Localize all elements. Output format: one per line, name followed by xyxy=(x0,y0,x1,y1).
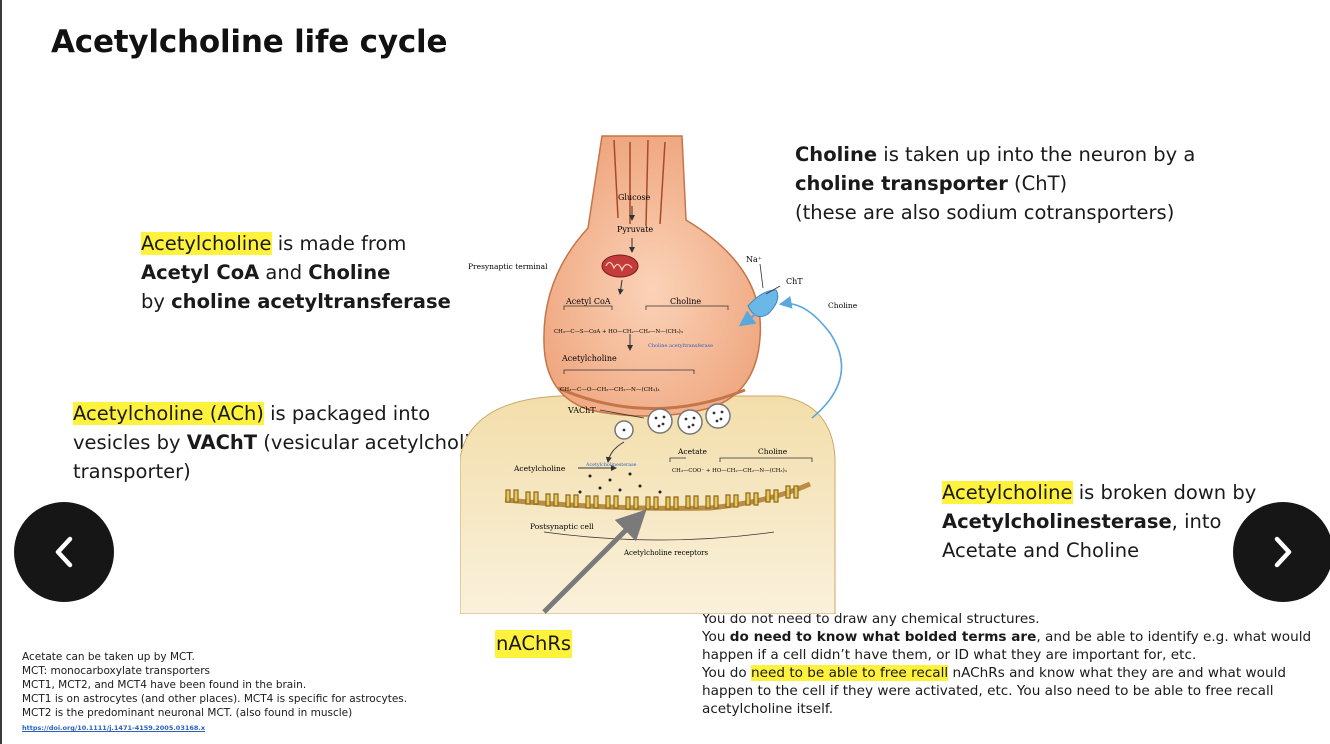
term-choline: Choline xyxy=(795,143,878,166)
axon-stripes xyxy=(613,139,666,227)
label-pyruvate: Pyruvate xyxy=(617,225,653,234)
term-acetyl-coa: Acetyl CoA xyxy=(141,261,260,284)
acetylcholine-synapse-diagram: Glucose Pyruvate Presynaptic terminal Ac… xyxy=(460,135,858,614)
nachr-pointer-arrow xyxy=(542,509,647,614)
label-na: Na⁺ xyxy=(746,255,762,264)
note-bold: do need to know what bolded terms are xyxy=(729,629,1037,645)
text: (ChT) xyxy=(1007,172,1068,195)
text: is taken up into the neuron by a xyxy=(877,143,1196,166)
text: by xyxy=(141,290,172,313)
text: is packaged into xyxy=(263,402,431,425)
label-acetylcholinesterase: Acetylcholinesterase xyxy=(585,462,637,468)
mct-line: MCT2 is the predominant neuronal MCT. (a… xyxy=(22,707,353,719)
nachrs-label: nAChRs xyxy=(495,630,573,658)
label-choline-outside: Choline xyxy=(828,301,858,310)
note-highlight: need to be able to free recall xyxy=(751,665,949,681)
note-line: acetylcholine itself. xyxy=(702,701,834,717)
mct-line: MCT: monocarboxylate transporters xyxy=(22,665,211,677)
text: Acetate and Choline xyxy=(942,539,1140,562)
term-acetylcholinesterase: Acetylcholinesterase xyxy=(942,510,1172,533)
highlight-acetylcholine: Acetylcholine xyxy=(141,232,272,255)
previous-slide-button[interactable] xyxy=(14,502,114,602)
text: nAChRs and know what they are and what w… xyxy=(948,665,1286,681)
presynaptic-terminal xyxy=(543,135,762,417)
cht-transporter xyxy=(747,289,779,318)
label-acetate: Acetate xyxy=(677,447,708,456)
vesicle xyxy=(705,403,731,429)
vesicle xyxy=(647,408,673,434)
vesicle xyxy=(677,409,703,435)
term-choline-acetyltransferase: choline acetyltransferase xyxy=(171,290,451,313)
term-choline: Choline xyxy=(308,261,391,284)
note-line: happen if a cell didn’t have them, or ID… xyxy=(702,647,1197,663)
label-cleft-acetylcholine: Acetylcholine xyxy=(513,464,566,473)
next-slide-button[interactable] xyxy=(1233,502,1330,602)
label-cleft-choline: Choline xyxy=(758,447,788,456)
formula-acetylcholine: CH₃—C—O—CH₂—CH₂—N—(CH₃)₃ xyxy=(560,386,660,393)
doi-link[interactable]: https://doi.org/10.1111/j.1471-4159.2005… xyxy=(22,724,206,732)
label-postsynaptic-cell: Postsynaptic cell xyxy=(530,522,594,531)
label-vacht: VAChT xyxy=(567,406,596,415)
breakdown-text: Acetylcholine is broken down by Acetylch… xyxy=(942,478,1256,565)
synthesis-text: Acetylcholine is made from Acetyl CoA an… xyxy=(141,229,451,316)
text: , into xyxy=(1171,510,1222,533)
text: transporter) xyxy=(73,460,191,483)
label-presynaptic-terminal: Presynaptic terminal xyxy=(468,262,548,271)
mct-line: Acetate can be taken up by MCT. xyxy=(22,651,195,663)
label-choline: Choline xyxy=(670,297,701,306)
term-vacht: VAChT xyxy=(186,431,258,454)
text: (these are also sodium cotransporters) xyxy=(795,201,1175,224)
formula-synthesis: CH₃—C—S—CoA + HO—CH₂—CH₂—N—(CH₃)₃ xyxy=(554,328,683,335)
choline-uptake-text: Choline is taken up into the neuron by a… xyxy=(795,140,1195,227)
study-notes: You do not need to draw any chemical str… xyxy=(702,610,1311,718)
slide-title: Acetylcholine life cycle xyxy=(51,24,448,60)
text: is broken down by xyxy=(1072,481,1257,504)
label-acetylcholine: Acetylcholine xyxy=(561,354,617,363)
label-acetyl-coa: Acetyl CoA xyxy=(565,297,611,306)
text: You xyxy=(702,629,730,645)
mct-line: MCT1 is on astrocytes (and other places)… xyxy=(22,693,408,705)
chevron-left-icon xyxy=(55,536,73,568)
acetylcholine-receptors xyxy=(505,485,799,510)
cleft-ach-molecules xyxy=(578,472,662,494)
packaging-text: Acetylcholine (ACh) is packaged into ves… xyxy=(73,399,494,486)
text: (vesicular acetylcholine xyxy=(257,431,495,454)
text: , and be able to identify e.g. what woul… xyxy=(1036,629,1312,645)
label-glucose: Glucose xyxy=(618,193,651,202)
mct-line: MCT1, MCT2, and MCT4 have been found in … xyxy=(22,679,307,691)
label-choline-acetyltransferase: Choline acetyltransferase xyxy=(648,343,713,349)
presynaptic-membrane xyxy=(557,386,746,410)
note-line: happen to the cell if they were activate… xyxy=(702,683,1274,699)
note-line: You do not need to draw any chemical str… xyxy=(702,611,1040,627)
formula-breakdown: CH₃—COO⁻ + HO—CH₂—CH₂—N—(CH₃)₃ xyxy=(672,467,787,474)
text: and xyxy=(259,261,309,284)
chevron-right-icon xyxy=(1274,536,1292,568)
mct-notes: Acetate can be taken up by MCT. MCT: mon… xyxy=(22,650,407,735)
text: You do xyxy=(702,665,752,681)
term-choline-transporter: choline transporter xyxy=(795,172,1008,195)
highlight-acetylcholine-ach: Acetylcholine (ACh) xyxy=(73,402,264,425)
text: vesicles by xyxy=(73,431,187,454)
label-acetylcholine-receptors: Acetylcholine receptors xyxy=(623,549,709,557)
text: is made from xyxy=(271,232,407,255)
choline-reuptake-arrow xyxy=(778,296,843,419)
highlight-acetylcholine: Acetylcholine xyxy=(942,481,1073,504)
label-cht: ChT xyxy=(786,277,803,286)
